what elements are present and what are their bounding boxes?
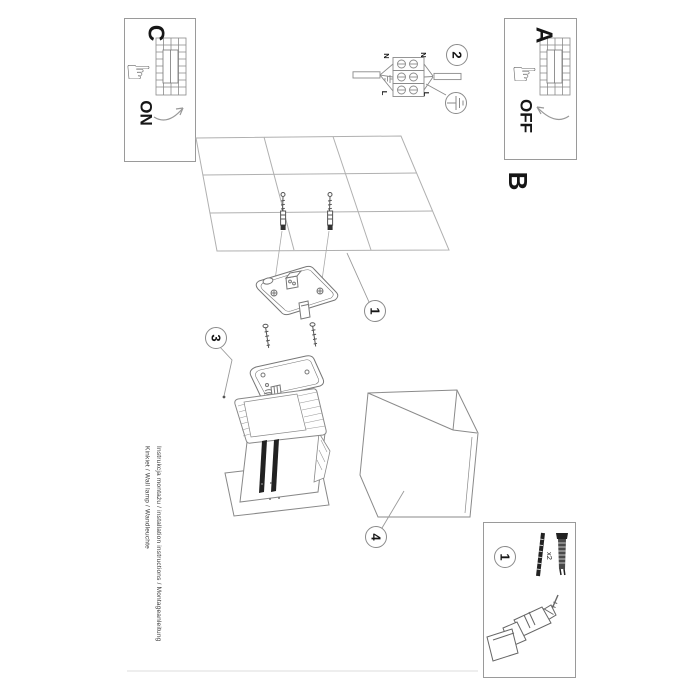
side-wedge — [313, 431, 331, 483]
pointing-hand-icon: ☞ — [125, 56, 152, 89]
cover-dots — [261, 482, 280, 500]
quantity-label: x2 — [544, 552, 554, 560]
top-rim-inner — [243, 393, 307, 438]
sheet-footer-text: Instrukcja montażu / installation instru… — [141, 446, 164, 656]
footer-subtitle: Kinkiet / Wall lamp / Wandleuchte — [143, 446, 151, 549]
wall-grid — [195, 135, 450, 252]
light-switch-icon — [539, 37, 571, 96]
terminal-n-left: N — [381, 53, 391, 59]
step4-number: 4 — [368, 533, 384, 541]
terminal-l-right: L — [421, 91, 431, 97]
step1-circle — [364, 300, 386, 322]
section-b-label: B — [503, 171, 533, 191]
step1-leader — [346, 252, 370, 303]
fixing-screw-icon — [309, 322, 318, 347]
step4-circle — [365, 526, 387, 548]
ground-symbol-small — [384, 75, 393, 83]
terminal-l-left: L — [379, 90, 389, 96]
panel-a-label: A — [531, 26, 558, 44]
gasket-frame — [249, 355, 325, 399]
on-arrow-icon — [153, 107, 184, 121]
step2-circle — [446, 44, 468, 66]
screw-hole — [316, 287, 324, 295]
front-face — [239, 432, 326, 503]
wall-plug-icon — [327, 192, 334, 231]
wire-right — [433, 72, 462, 81]
tools-panel-contents — [486, 532, 568, 662]
pointing-hand-icon: ☞ — [511, 58, 538, 91]
panel-a-off-label: OFF — [516, 99, 536, 133]
lamp-body — [224, 388, 331, 517]
tools-panel-frame — [483, 522, 576, 678]
wall-anchor-icon — [556, 533, 568, 576]
panel-frames — [124, 18, 577, 678]
rim-hatch — [237, 391, 328, 471]
panel-c-frame — [124, 18, 196, 162]
drill-icon — [486, 594, 559, 662]
terminal-n-right: N — [418, 52, 428, 58]
wall-plug-icon — [280, 192, 287, 230]
step4-leader — [381, 490, 405, 529]
light-switch-icon — [155, 37, 187, 96]
mounting-screw-icon — [536, 532, 545, 577]
footer-title: Instrukcja montażu / installation instru… — [155, 446, 162, 642]
screw-hole — [270, 289, 278, 297]
panel-c-on-label: ON — [136, 100, 156, 126]
panel-c-label: C — [143, 24, 170, 42]
tools-panel-number: 1 — [497, 553, 513, 561]
mounting-plate — [255, 265, 339, 320]
panel-a-frame — [504, 18, 577, 160]
step3-leader — [218, 345, 233, 399]
step-circles — [205, 44, 516, 568]
fixing-screw-icon — [262, 323, 271, 349]
light-slots — [259, 439, 279, 493]
tools-circle — [494, 546, 516, 568]
step3-number: 3 — [208, 334, 224, 342]
lamp-shade-cube — [359, 389, 479, 518]
cable-clamp — [298, 300, 311, 320]
terminal-block-diagram — [352, 57, 462, 97]
terminal-block-small — [284, 270, 303, 290]
step3-circle — [205, 327, 227, 349]
off-arrow-icon — [536, 106, 570, 121]
ground-circle-icon — [445, 92, 467, 114]
step1-number: 1 — [367, 307, 383, 315]
step2-number: 2 — [449, 51, 465, 59]
cable-hole — [262, 277, 274, 285]
wire-left — [352, 71, 381, 79]
